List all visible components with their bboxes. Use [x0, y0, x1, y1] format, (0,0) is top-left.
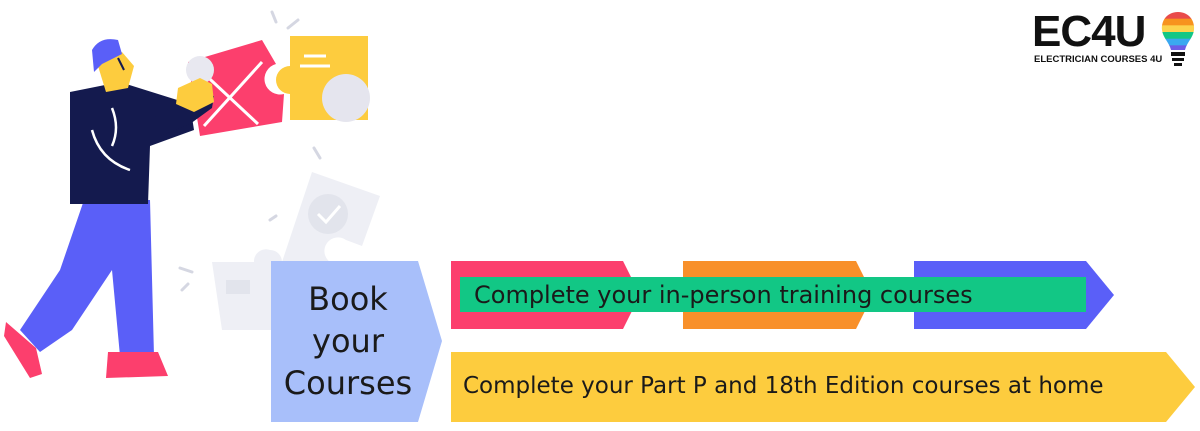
bulb-stripe: [1161, 25, 1195, 33]
bulb-stripe: [1161, 18, 1195, 26]
book-courses-arrow: [271, 261, 442, 422]
ec4u-logo: EC4U ELECTRICIAN COURSES 4U: [1030, 8, 1195, 68]
book-line-3: Courses: [283, 364, 413, 402]
lightbulb-icon: [1161, 12, 1195, 66]
in-person-label: Complete your in-person training courses: [474, 281, 973, 309]
book-line-2: your: [312, 322, 384, 360]
bulb-stripe: [1161, 12, 1195, 20]
person-holding-puzzle-icon: [4, 10, 380, 378]
book-courses-label: Book your Courses: [272, 278, 424, 404]
home-courses-arrow: [451, 352, 1195, 422]
logo-subtitle: ELECTRICIAN COURSES 4U: [1034, 54, 1163, 65]
bulb-stripe: [1161, 32, 1195, 40]
book-line-1: Book: [308, 280, 388, 318]
in-person-label-highlight: [460, 277, 1086, 312]
logo-main-text: EC4U: [1032, 7, 1146, 56]
bulb-stripe: [1161, 38, 1195, 46]
home-courses-label: Complete your Part P and 18th Edition co…: [463, 373, 1104, 399]
bulb-stripe: [1161, 45, 1195, 50]
